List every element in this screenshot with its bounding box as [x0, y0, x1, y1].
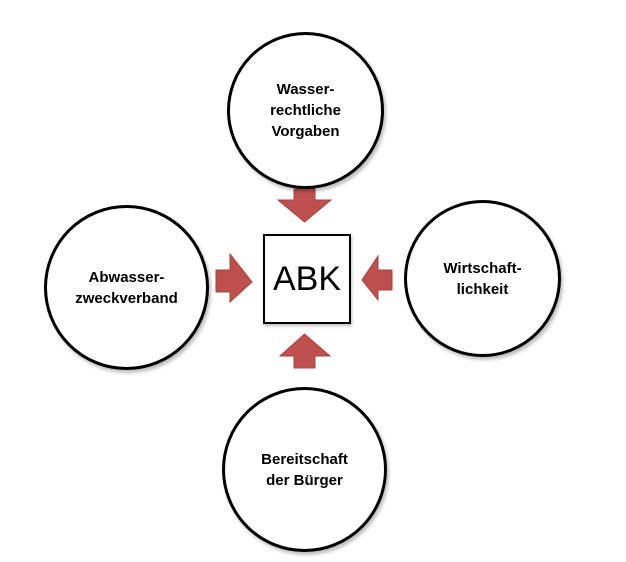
node-label-bottom: Bereitschaft der Bürger	[261, 450, 348, 489]
node-circle-top: Wasser- rechtliche Vorgaben	[227, 32, 384, 189]
node-circle-bottom: Bereitschaft der Bürger	[222, 387, 387, 552]
arrow-right-left	[361, 254, 393, 302]
node-circle-left: Abwasser- zweckverband	[44, 205, 209, 370]
arrow-bottom-up	[278, 333, 332, 369]
node-label-top: Wasser- rechtliche Vorgaben	[270, 81, 341, 140]
node-circle-right: Wirtschaft- lichkeit	[404, 200, 561, 357]
arrow-top-down	[276, 188, 333, 223]
node-label-left: Abwasser- zweckverband	[75, 268, 178, 307]
node-label-right: Wirtschaft- lichkeit	[443, 259, 522, 298]
center-label: ABK	[272, 259, 342, 298]
arrow-left-right	[215, 252, 253, 304]
center-box: ABK	[263, 234, 351, 324]
